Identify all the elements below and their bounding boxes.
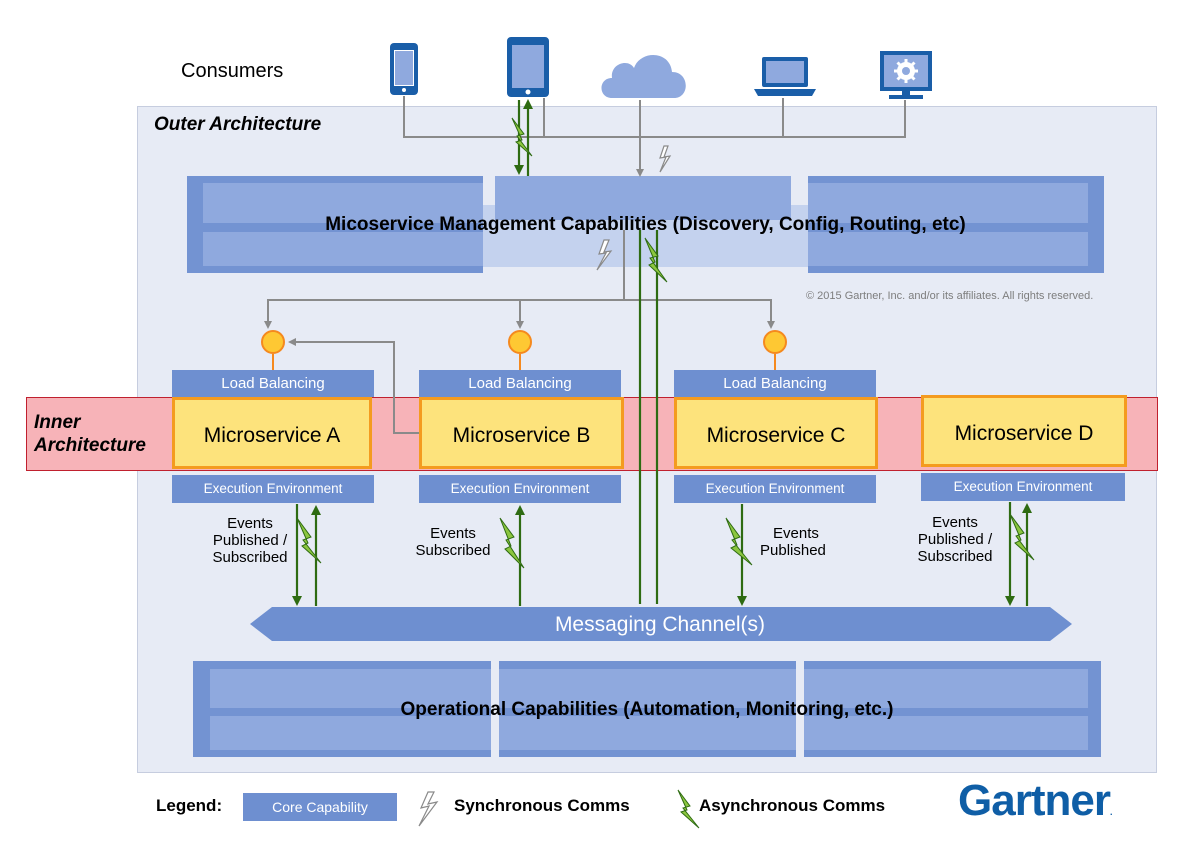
legend-core-capability: Core Capability bbox=[243, 793, 397, 821]
inner-architecture-label: Inner Architecture bbox=[34, 412, 146, 456]
operational-bar-inner bbox=[499, 669, 796, 708]
management-bar-inner bbox=[808, 183, 1088, 223]
laptop-icon bbox=[754, 57, 816, 96]
load-balancer-node-a bbox=[261, 330, 285, 354]
async-bolt-icon bbox=[296, 517, 322, 564]
legend-sync-bolt-icon bbox=[418, 791, 439, 827]
management-bar-inner bbox=[203, 232, 483, 266]
async-bolt-icon bbox=[1009, 513, 1035, 561]
management-bar-inner bbox=[203, 183, 483, 223]
cloud-icon bbox=[601, 54, 686, 98]
consumers-label: Consumers bbox=[181, 60, 284, 82]
legend-label: Legend: bbox=[156, 796, 223, 815]
execution-environment-c: Execution Environment bbox=[674, 475, 876, 503]
operational-bar-inner bbox=[210, 669, 491, 708]
async-bolt-icon bbox=[499, 517, 525, 569]
operational-bar-inner bbox=[804, 669, 1088, 708]
load-balancing-a: Load Balancing bbox=[172, 370, 374, 397]
management-bar-title: Micoservice Management Capabilities (Dis… bbox=[325, 214, 966, 235]
events-label-a: Events Published / Subscribed bbox=[212, 515, 288, 566]
microservice-b: Microservice B bbox=[419, 397, 624, 469]
operational-bar-inner bbox=[499, 716, 796, 750]
gartner-logo: Gartner. bbox=[958, 776, 1112, 825]
load-balancing-c: Load Balancing bbox=[674, 370, 876, 397]
load-balancer-node-b bbox=[508, 330, 532, 354]
outer-architecture-label: Outer Architecture bbox=[154, 114, 322, 135]
events-label-c: Events Published bbox=[760, 525, 826, 559]
execution-environment-b: Execution Environment bbox=[419, 475, 621, 503]
management-bar-inner bbox=[808, 232, 1088, 266]
async-bolt-icon bbox=[725, 517, 753, 566]
legend-async-bolt-icon bbox=[677, 789, 700, 829]
messaging-channel-label: Messaging Channel(s) bbox=[554, 613, 766, 636]
sync-bolt-icon bbox=[596, 239, 613, 271]
messaging-channel bbox=[250, 607, 1072, 641]
sync-bolt-icon bbox=[659, 145, 672, 173]
operational-bar-inner bbox=[210, 716, 491, 750]
legend-asynchronous: Asynchronous Comms bbox=[699, 796, 886, 815]
microservice-a: Microservice A bbox=[172, 397, 372, 469]
microservice-c: Microservice C bbox=[674, 397, 878, 469]
load-balancing-b: Load Balancing bbox=[419, 370, 621, 397]
copyright-notice: © 2015 Gartner, Inc. and/or its affiliat… bbox=[806, 290, 1094, 302]
operational-bar-title: Operational Capabilities (Automation, Mo… bbox=[400, 699, 894, 720]
execution-environment-d: Execution Environment bbox=[921, 473, 1125, 501]
operational-bar-inner bbox=[804, 716, 1088, 750]
events-label-b: Events Subscribed bbox=[415, 525, 491, 559]
microservice-d: Microservice D bbox=[921, 395, 1127, 467]
smartphone-icon bbox=[390, 43, 418, 95]
async-bolt-icon bbox=[511, 117, 533, 157]
execution-environment-a: Execution Environment bbox=[172, 475, 374, 503]
tablet-icon bbox=[507, 37, 549, 97]
async-bolt-icon bbox=[644, 237, 668, 283]
desktop-settings-icon bbox=[880, 51, 932, 99]
load-balancer-node-c bbox=[763, 330, 787, 354]
management-bar-segment bbox=[495, 176, 791, 220]
legend-synchronous: Synchronous Comms bbox=[454, 796, 630, 815]
events-label-d: Events Published / Subscribed bbox=[917, 514, 993, 565]
